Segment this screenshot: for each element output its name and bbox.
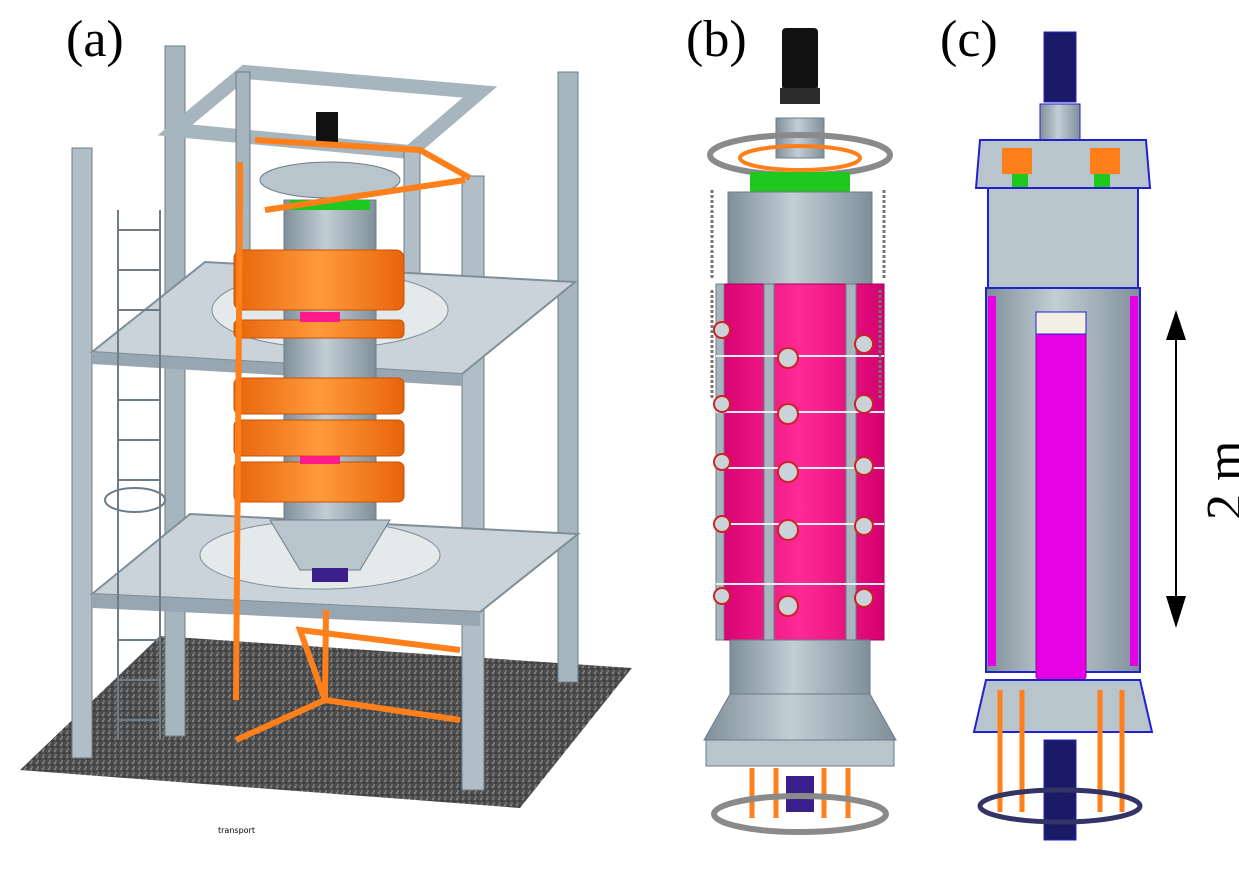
b-upper-shell	[727, 191, 873, 285]
b-ports	[713, 321, 874, 617]
b-side-springs	[710, 190, 886, 400]
c-core-top	[1035, 311, 1087, 335]
c-magenta-inner-left	[988, 296, 996, 666]
c-top-cap	[1043, 31, 1077, 103]
c-bottom-ring	[977, 787, 1143, 825]
b-bottom-legs	[749, 768, 851, 818]
c-orange-block-left	[1002, 148, 1032, 174]
b-lower-shell	[729, 639, 871, 695]
a-coils	[233, 249, 405, 503]
a-cryostat-green-ring	[290, 200, 370, 210]
b-top-cap	[782, 28, 818, 90]
c-magenta-core	[1035, 329, 1087, 681]
c-upper-chamber	[987, 187, 1139, 289]
b-lower-cone	[703, 693, 897, 741]
a-cryostat-top-cap	[316, 112, 338, 146]
a-orange-piping	[233, 137, 472, 743]
column-front-right	[461, 175, 485, 791]
panel-label-c: (c)	[940, 11, 998, 68]
panel-label-a: (a)	[66, 11, 124, 68]
b-top-ring-orange	[738, 144, 862, 172]
column-back-left	[164, 45, 186, 737]
panel-a-structure	[20, 45, 632, 808]
b-bottom-ring	[711, 793, 889, 835]
a-cryostat-cone	[269, 519, 391, 571]
panel-label-b: (b)	[686, 11, 747, 68]
panel-b-cryostat	[703, 28, 897, 835]
c-magenta-inner-right	[1130, 296, 1138, 666]
c-orange-block-right	[1090, 148, 1120, 174]
b-top-collar	[780, 88, 820, 104]
c-lower-plate	[972, 679, 1154, 733]
column-front-left	[71, 147, 93, 759]
b-green-band	[750, 172, 850, 192]
c-green-right	[1094, 174, 1110, 188]
c-green-left	[1012, 174, 1028, 188]
caption-small: transport	[218, 826, 255, 835]
scale-label: 2 m	[1196, 441, 1239, 520]
panel-c-section	[972, 31, 1154, 841]
b-bottom-band	[705, 739, 895, 767]
column-back-right	[557, 71, 579, 683]
ladder	[104, 210, 166, 740]
scale-arrow	[1166, 310, 1186, 628]
a-cryostat-bottom	[312, 568, 348, 582]
lower-deck-edge	[92, 594, 480, 626]
